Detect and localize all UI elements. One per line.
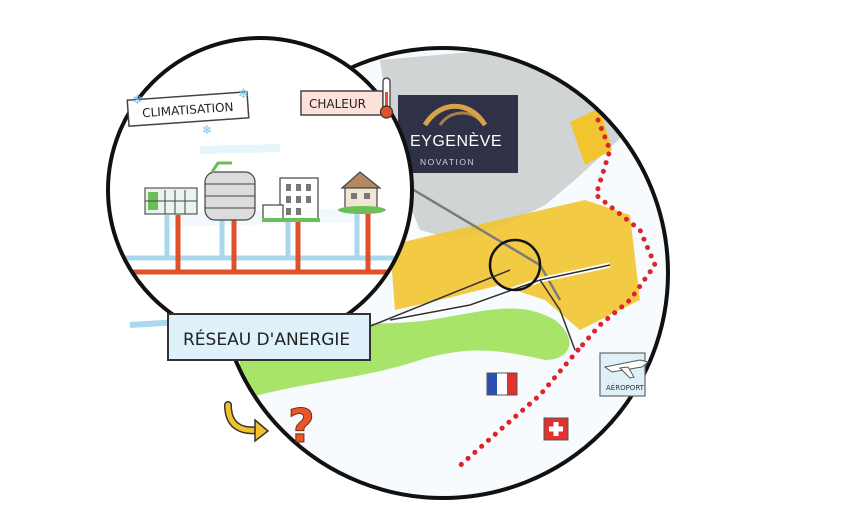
heat-label: CHALEUR xyxy=(300,77,394,119)
building-house xyxy=(338,171,386,214)
road-line xyxy=(389,264,611,321)
yellow-zone xyxy=(390,200,640,330)
curved-arrow-icon xyxy=(224,401,270,443)
network-text: RÉSEAU D'ANERGIE xyxy=(183,328,350,350)
snowflake-icon: ❄ xyxy=(132,93,143,108)
road-line xyxy=(539,279,576,351)
swiss-flag-icon xyxy=(543,417,569,441)
thermometer-icon xyxy=(379,77,394,119)
focus-circle xyxy=(488,238,542,292)
yellow-zone-north xyxy=(570,108,612,165)
france-flag-icon xyxy=(486,372,518,396)
snowflake-icon: ❄ xyxy=(202,123,212,137)
question-mark: ? xyxy=(288,399,315,453)
border-dotted-east xyxy=(575,117,658,353)
airport-badge: AÉROPORT xyxy=(599,352,650,397)
snowflake-icon: ❄ xyxy=(238,87,249,102)
detail-circle xyxy=(106,36,414,344)
airport-label: AÉROPORT xyxy=(606,383,645,392)
heat-text: CHALEUR xyxy=(309,97,366,111)
building-greenhouse xyxy=(144,187,198,215)
logo-main-text: EYGENÈVE xyxy=(410,131,502,150)
cooling-label: CLIMATISATION ❄ ❄ ❄ xyxy=(126,87,250,137)
cooling-text: CLIMATISATION xyxy=(142,100,234,120)
logo-box: EYGENÈVE NOVATION xyxy=(398,95,518,173)
airplane-icon xyxy=(603,359,650,379)
building-apartment xyxy=(262,177,320,222)
network-label: RÉSEAU D'ANERGIE xyxy=(129,269,511,361)
logo-sub-text: NOVATION xyxy=(420,157,475,167)
building-tower xyxy=(204,161,256,221)
border-dotted-south xyxy=(452,347,581,473)
